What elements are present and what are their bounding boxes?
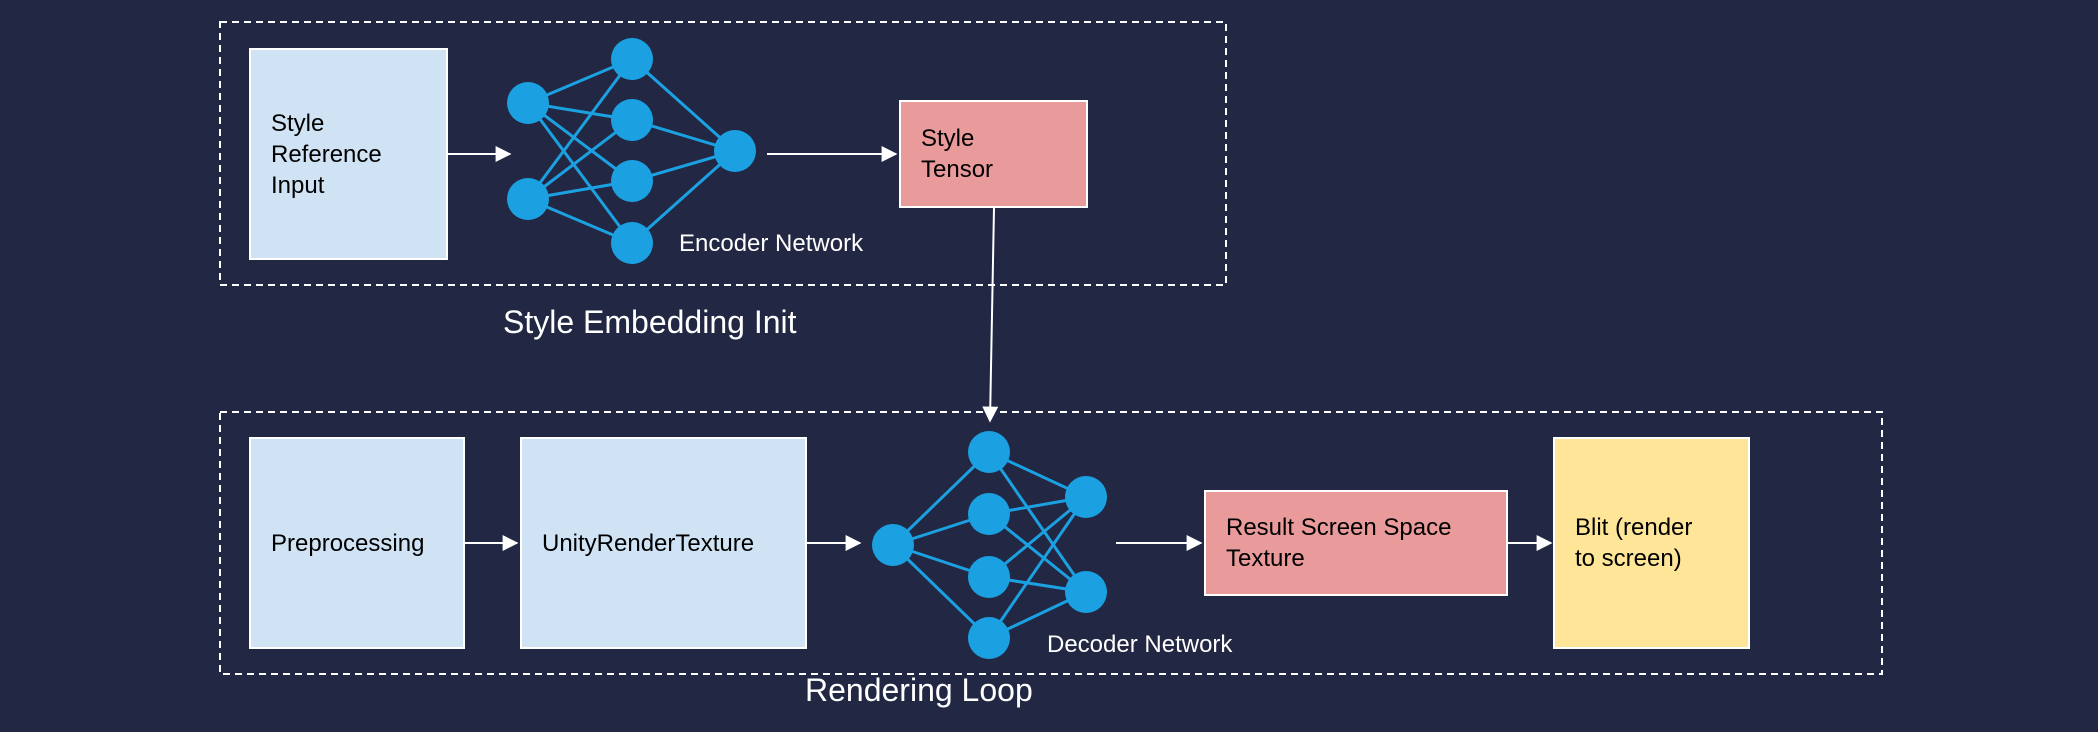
style-tensor-box: Style Tensor: [899, 100, 1088, 208]
decoder-connection: [987, 496, 1088, 639]
encoder-neuron: [611, 222, 653, 264]
decoder-neuron: [968, 431, 1010, 473]
decoder-neuron: [968, 493, 1010, 535]
style-embedding-group-frame: [219, 21, 1227, 286]
encoder-neuron: [714, 130, 756, 172]
encoder-connection: [527, 118, 633, 201]
encoder-connection: [631, 149, 736, 245]
result-screen-space-texture-box: Result Screen Space Texture: [1204, 490, 1508, 596]
decoder-network-icon: [872, 431, 1107, 659]
decoder-neuron: [1065, 571, 1107, 613]
preprocessing-box: Preprocessing: [249, 437, 465, 649]
decoder-neuron: [872, 524, 914, 566]
blit-box: Blit (render to screen): [1553, 437, 1750, 649]
encoder-neuron: [611, 160, 653, 202]
encoder-connection: [526, 58, 634, 200]
decoder-neuron: [968, 617, 1010, 659]
decoder-network-label: Decoder Network: [1047, 631, 1233, 658]
unity-render-texture-box: UnityRenderTexture: [520, 437, 807, 649]
encoder-network-label: Encoder Network: [679, 230, 864, 257]
decoder-neuron: [968, 556, 1010, 598]
encoder-connection: [526, 102, 634, 244]
rendering-loop-group-frame: [219, 411, 1883, 675]
encoder-neuron: [507, 178, 549, 220]
style-reference-input-box: Style Reference Input: [249, 48, 448, 260]
decoder-neuron: [1065, 476, 1107, 518]
encoder-connection: [631, 57, 736, 153]
decoder-connection: [891, 543, 991, 640]
encoder-neuron: [507, 82, 549, 124]
encoder-network-icon: [507, 38, 756, 264]
encoder-neuron: [611, 38, 653, 80]
edge-tensor-to-decoder: [982, 207, 999, 423]
encoder-neuron: [611, 99, 653, 141]
decoder-connection: [987, 451, 1088, 593]
decoder-connection: [891, 450, 991, 547]
encoder-connection: [527, 101, 633, 183]
rendering-loop-group-title: Rendering Loop: [805, 672, 1033, 708]
style-embedding-group-title: Style Embedding Init: [503, 304, 797, 340]
